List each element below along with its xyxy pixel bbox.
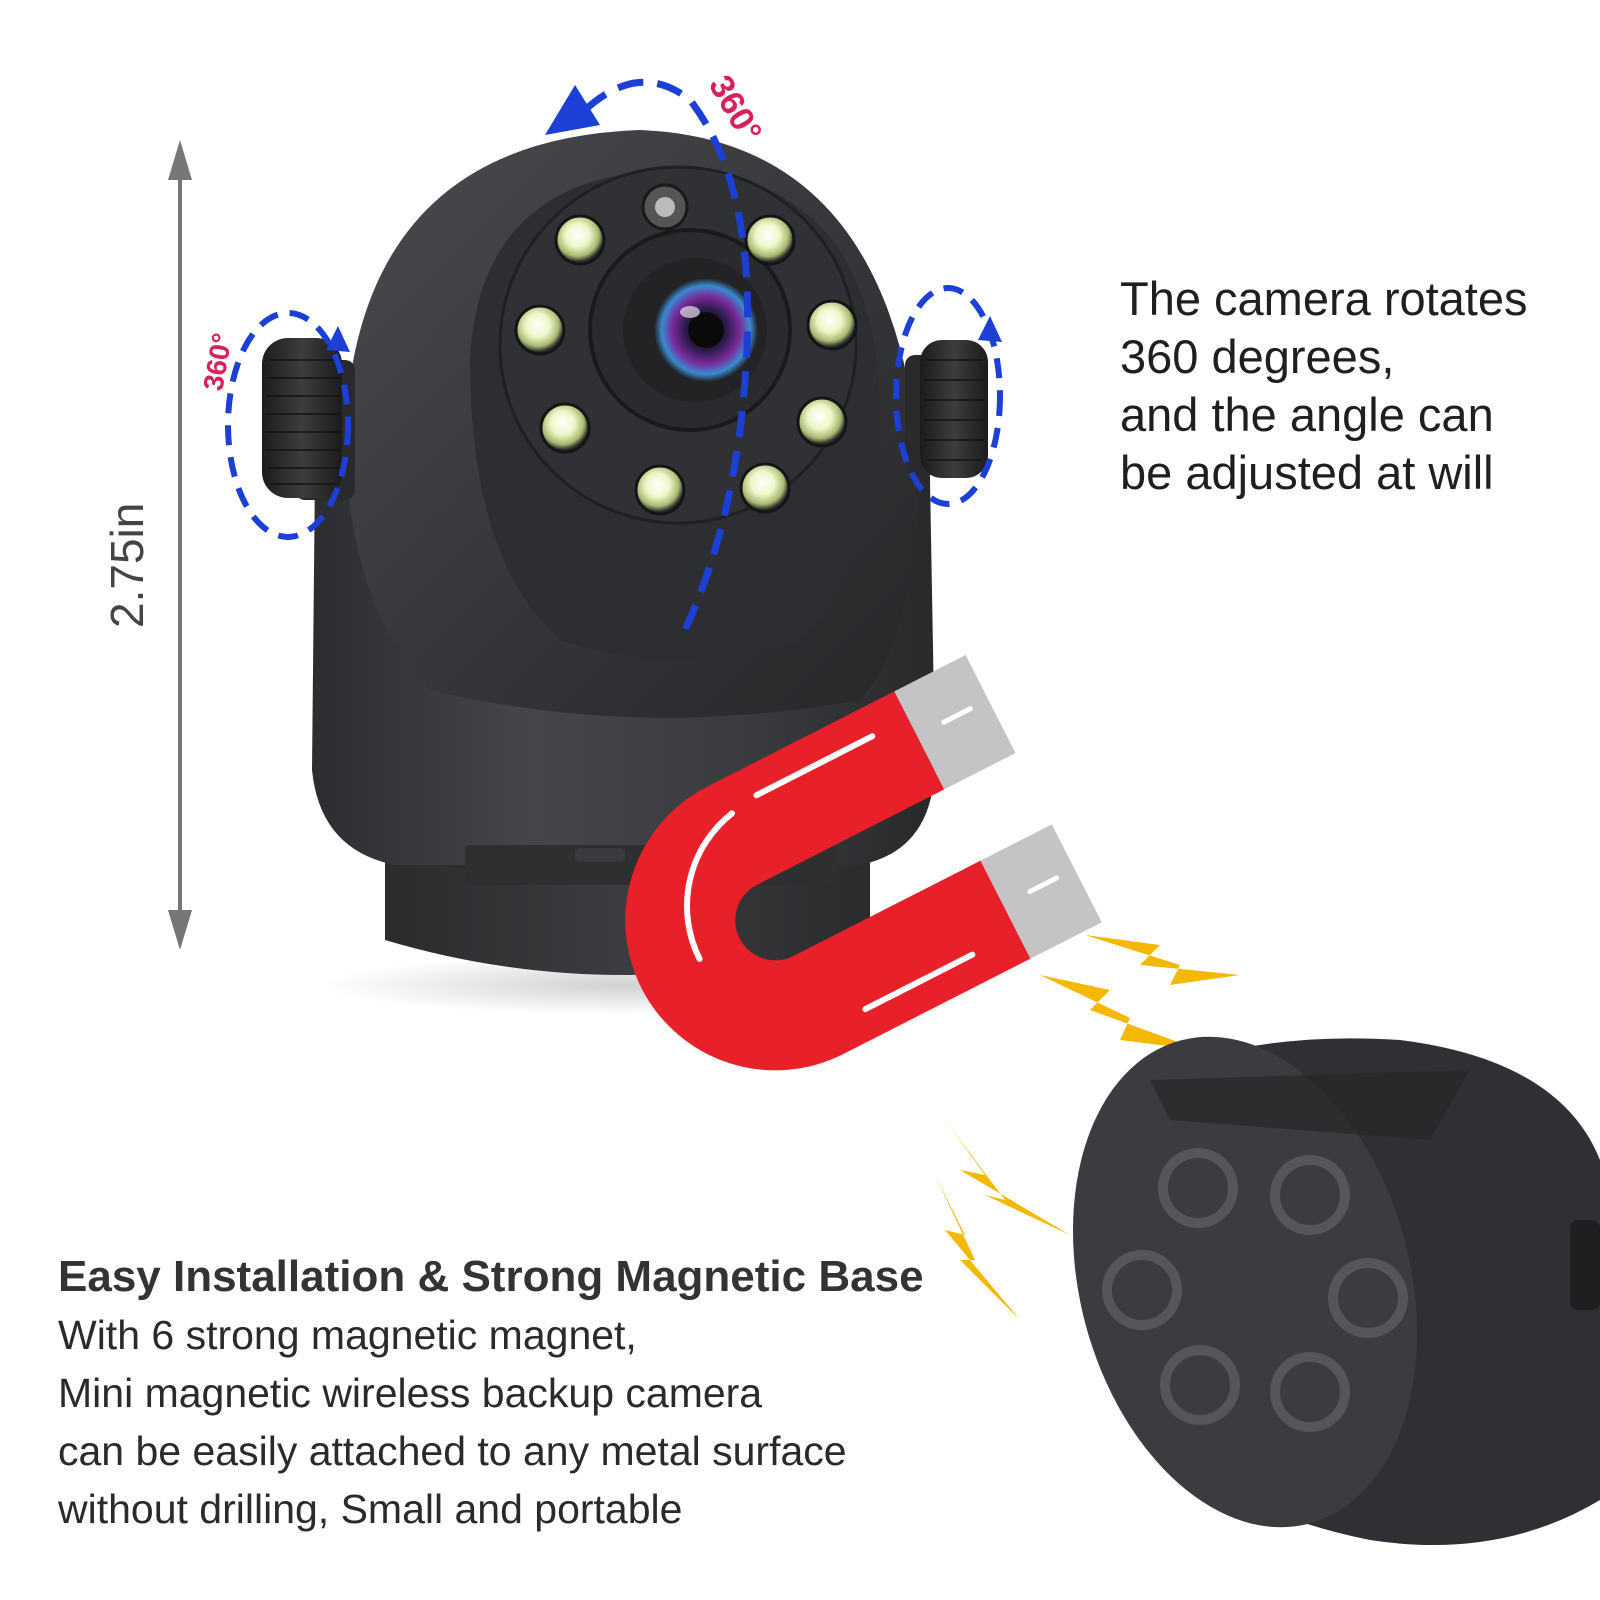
magnetic-force-icon <box>935 935 1240 1320</box>
rotation-line: 360 degrees, <box>1120 330 1395 383</box>
rotation-arrow-top-icon <box>582 78 752 632</box>
top-arrowhead-icon <box>545 85 600 135</box>
height-label: 2.75in <box>101 503 153 628</box>
height-dimension <box>168 140 192 950</box>
rotation-arrow-right-icon <box>893 285 1003 507</box>
rotation-line: The camera rotates <box>1120 272 1528 325</box>
rotation-line: and the angle can <box>1120 388 1494 441</box>
horseshoe-magnet-icon <box>625 655 1102 1071</box>
camera-main-body <box>262 130 988 975</box>
installation-line: Mini magnetic wireless backup camera <box>58 1370 763 1416</box>
top-rotation-label: 360° <box>701 69 769 149</box>
magnetic-base-view <box>1072 1036 1600 1545</box>
magnet-ring-icons <box>1102 1148 1408 1432</box>
installation-line: With 6 strong magnetic magnet, <box>58 1312 637 1358</box>
right-knob-icon <box>905 340 988 478</box>
rotation-arrow-left-icon <box>225 310 351 540</box>
installation-line: can be easily attached to any metal surf… <box>58 1428 847 1474</box>
installation-line: without drilling, Small and portable <box>58 1486 683 1532</box>
rotation-line: be adjusted at will <box>1120 446 1494 499</box>
installation-section: Easy Installation & Strong Magnetic Base… <box>58 1248 924 1538</box>
camera-lens-icon <box>654 278 758 382</box>
left-knob-icon <box>262 338 355 500</box>
rotation-description: The camera rotates 360 degrees, and the … <box>1120 270 1528 502</box>
installation-body: With 6 strong magnetic magnet, Mini magn… <box>58 1306 924 1538</box>
ir-led-icons <box>514 183 858 516</box>
left-rotation-label: 360° <box>197 331 238 393</box>
installation-title: Easy Installation & Strong Magnetic Base <box>58 1252 924 1301</box>
